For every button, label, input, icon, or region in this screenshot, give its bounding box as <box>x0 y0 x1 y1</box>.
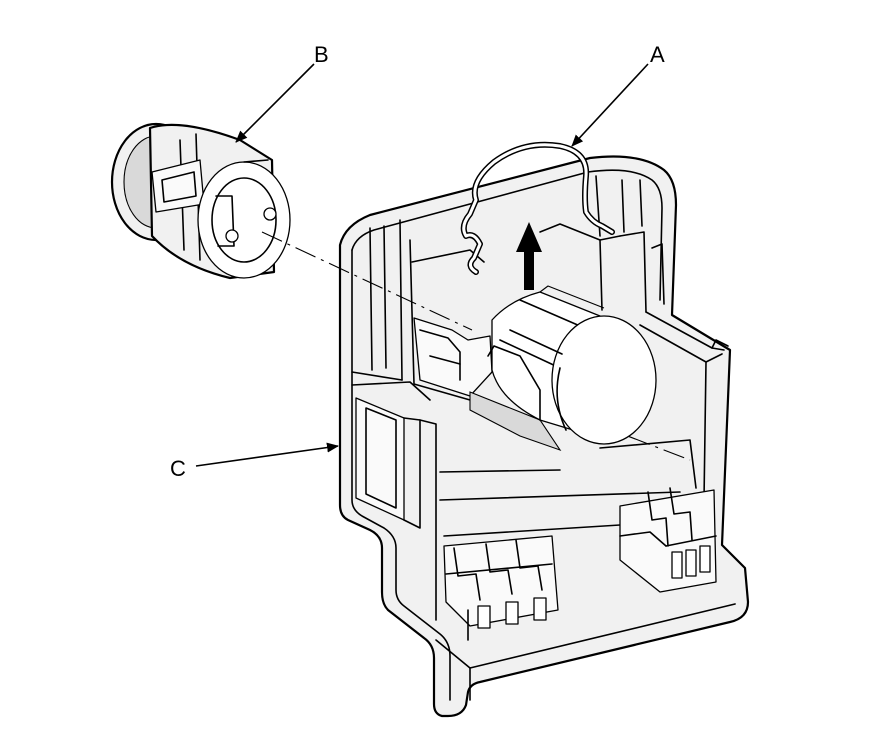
removal-direction-arrow <box>516 222 542 290</box>
leader-line-c <box>195 442 339 467</box>
spring-clip-part-a <box>460 141 615 275</box>
leader-line-b <box>235 63 315 143</box>
callout-label-a: A <box>650 42 665 67</box>
cylinder-cradle <box>413 285 657 452</box>
leader-line-a <box>571 63 649 147</box>
callout-label-c: C <box>170 456 186 481</box>
callout-label-b: B <box>314 42 329 67</box>
assembly-axis <box>261 231 473 331</box>
lock-plug-part-b <box>110 122 291 280</box>
